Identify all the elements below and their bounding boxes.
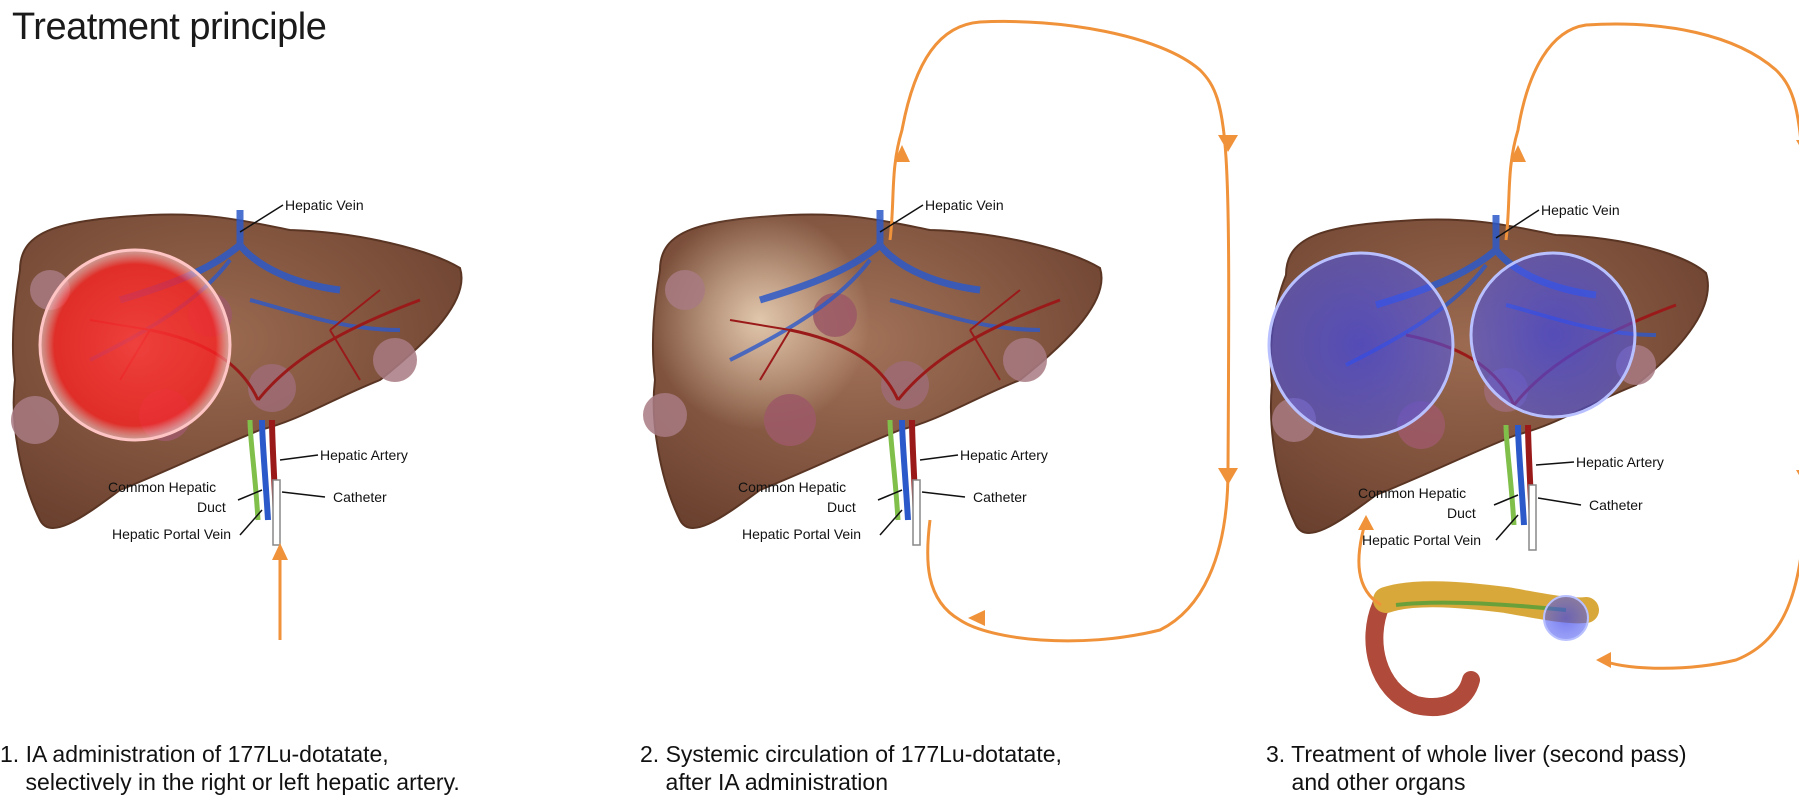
liver-diagram-3: Hepatic Vein Hepatic Artery Catheter Com… bbox=[1266, 0, 1799, 740]
label-hepatic-vein: Hepatic Vein bbox=[1541, 202, 1620, 218]
catheter bbox=[913, 480, 920, 545]
label-hepatic-vein: Hepatic Vein bbox=[285, 197, 364, 213]
caption-2: 2. Systemic circulation of 177Lu-dotatat… bbox=[640, 740, 1062, 796]
label-hepatic-portal-vein: Hepatic Portal Vein bbox=[112, 526, 231, 542]
radiation-highlight-right-lobe bbox=[1269, 253, 1453, 437]
radiation-highlight-left-lobe bbox=[1471, 253, 1635, 417]
caption-3-line-2: and other organs bbox=[1266, 768, 1687, 796]
label-common-hepatic-duct: Common Hepatic bbox=[108, 479, 216, 495]
tumor bbox=[764, 394, 816, 446]
tumor bbox=[373, 338, 417, 382]
label-catheter: Catheter bbox=[1589, 497, 1643, 513]
panel-2-systemic-circulation: Hepatic Vein Hepatic Artery Catheter Com… bbox=[640, 0, 1240, 799]
caption-1: 1. IA administration of 177Lu-dotatate, … bbox=[0, 740, 460, 796]
panel-1-ia-administration: Hepatic Vein Hepatic Artery Catheter Com… bbox=[0, 0, 600, 799]
liver-diagram-2: Hepatic Vein Hepatic Artery Catheter Com… bbox=[640, 0, 1260, 740]
tumor bbox=[248, 364, 296, 412]
tumor bbox=[813, 293, 857, 337]
label-catheter: Catheter bbox=[973, 489, 1027, 505]
tumor bbox=[643, 393, 687, 437]
panel-3-whole-liver-treatment: Hepatic Vein Hepatic Artery Catheter Com… bbox=[1266, 0, 1799, 799]
label-hepatic-vein: Hepatic Vein bbox=[925, 197, 1004, 213]
caption-1-line-1: 1. IA administration of 177Lu-dotatate, bbox=[0, 740, 460, 768]
label-common-hepatic-duct: Common Hepatic bbox=[1358, 485, 1466, 501]
catheter bbox=[273, 480, 280, 545]
label-hepatic-artery: Hepatic Artery bbox=[320, 447, 408, 463]
caption-2-line-2: after IA administration bbox=[640, 768, 1062, 796]
label-duct: Duct bbox=[197, 499, 226, 515]
label-common-hepatic-duct: Common Hepatic bbox=[738, 479, 846, 495]
label-duct: Duct bbox=[827, 499, 856, 515]
tumor bbox=[665, 270, 705, 310]
caption-3-line-1: 3. Treatment of whole liver (second pass… bbox=[1266, 740, 1687, 768]
caption-1-line-2: selectively in the right or left hepatic… bbox=[0, 768, 460, 796]
label-hepatic-artery: Hepatic Artery bbox=[1576, 454, 1664, 470]
tumor bbox=[11, 396, 59, 444]
caption-3: 3. Treatment of whole liver (second pass… bbox=[1266, 740, 1687, 796]
label-hepatic-portal-vein: Hepatic Portal Vein bbox=[1362, 532, 1481, 548]
radiation-highlight-right-lobe bbox=[40, 250, 230, 440]
radiation-highlight-pancreas bbox=[1544, 596, 1588, 640]
label-duct: Duct bbox=[1447, 505, 1476, 521]
label-hepatic-artery: Hepatic Artery bbox=[960, 447, 1048, 463]
catheter bbox=[1529, 485, 1536, 550]
tumor bbox=[1003, 338, 1047, 382]
liver-diagram-1: Hepatic Vein Hepatic Artery Catheter Com… bbox=[0, 0, 600, 740]
pancreas-duodenum bbox=[1374, 594, 1588, 707]
label-catheter: Catheter bbox=[333, 489, 387, 505]
label-hepatic-portal-vein: Hepatic Portal Vein bbox=[742, 526, 861, 542]
caption-2-line-1: 2. Systemic circulation of 177Lu-dotatat… bbox=[640, 740, 1062, 768]
